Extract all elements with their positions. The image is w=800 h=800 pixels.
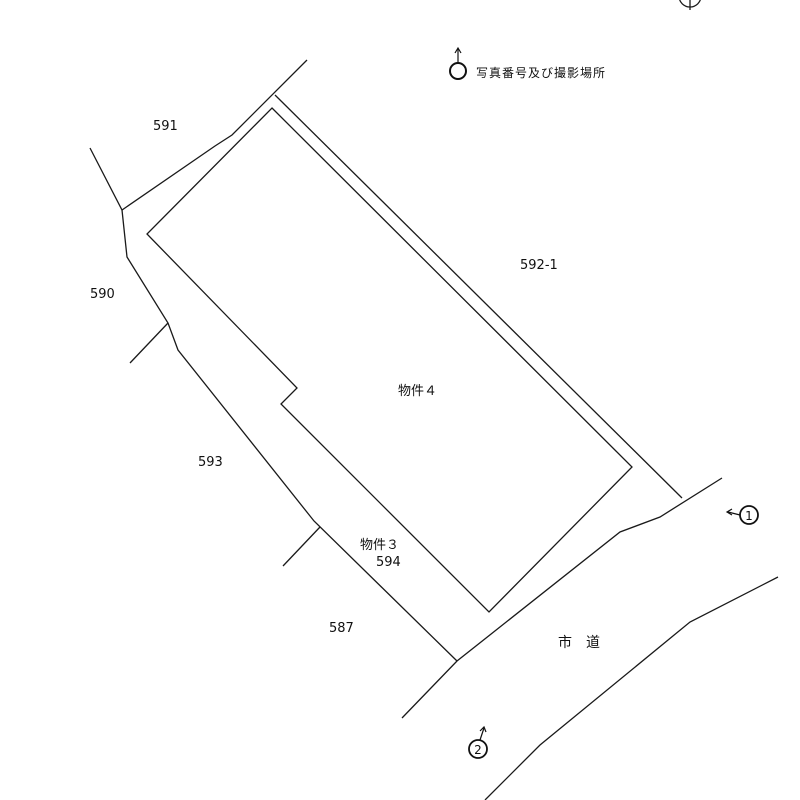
photo-marker-2-number: 2 <box>474 743 482 757</box>
boundary-587-stub <box>282 526 321 567</box>
legend-text: 写真番号及び撮影場所 <box>476 66 606 80</box>
road-edge-north <box>401 477 723 719</box>
photo-marker-2: 2 <box>468 725 488 759</box>
property-4-label: 物件４ <box>398 384 437 399</box>
boundary-591 <box>89 59 308 211</box>
parcel-boundaries <box>89 59 779 800</box>
photo-marker-1: 1 <box>725 505 759 525</box>
parcel-591: 591 <box>153 119 178 134</box>
photo-marker-1-number: 1 <box>745 509 753 523</box>
property-4-outline <box>146 107 633 613</box>
parcel-587: 587 <box>329 621 354 636</box>
parcel-593: 593 <box>198 455 223 470</box>
property-3-label: 物件３ <box>360 538 399 553</box>
boundary-590-stub <box>129 322 169 364</box>
legend: 写真番号及び撮影場所 <box>449 46 606 80</box>
compass-icon <box>679 0 701 10</box>
road-label: 市 道 <box>558 634 600 651</box>
road-edge-south <box>484 576 779 800</box>
boundary-592-1 <box>274 94 683 499</box>
parcel-590: 590 <box>90 287 115 302</box>
parcel-592-1: 592-1 <box>520 258 558 273</box>
boundary-590-593 <box>121 209 458 662</box>
parcel-594: 594 <box>376 555 401 570</box>
photo-location-marker-icon <box>449 46 467 80</box>
